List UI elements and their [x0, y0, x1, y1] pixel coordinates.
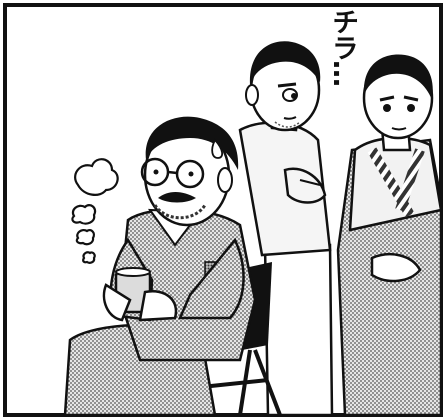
steam-puffs — [71, 158, 119, 264]
sound-effect-text: チラ… — [327, 8, 358, 86]
seated-man — [63, 116, 257, 417]
man-right — [336, 54, 443, 417]
glasses-right-lens — [175, 159, 205, 189]
man-middle — [238, 41, 334, 417]
